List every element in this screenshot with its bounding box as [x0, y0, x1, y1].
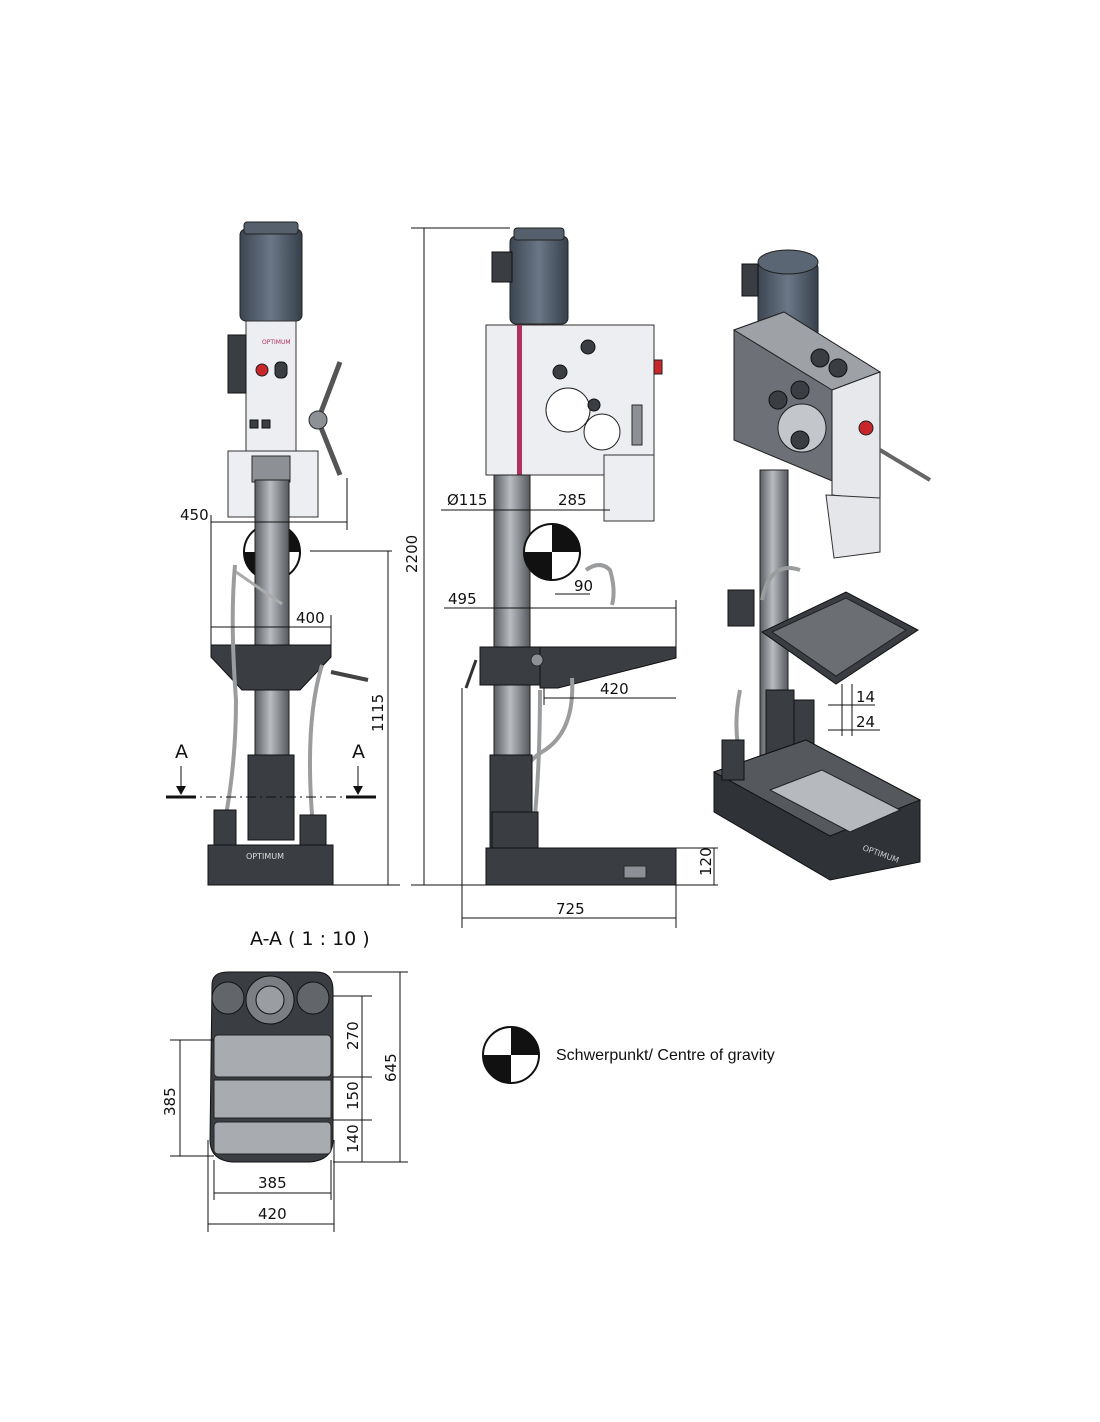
- side-view: [464, 227, 677, 886]
- dim-section-140: 140: [344, 1124, 362, 1153]
- dim-side-2200: 2200: [403, 535, 421, 573]
- section-marker-left: A: [175, 741, 188, 763]
- section-title: A-A ( 1 : 10 ): [250, 928, 370, 950]
- dim-side-120: 120: [697, 847, 715, 876]
- dim-side-column-diameter: Ø115: [447, 491, 487, 509]
- dim-side-420: 420: [600, 680, 629, 698]
- side-dimensions: 2200 Ø115 285 495 90 420 120 725: [403, 227, 718, 928]
- dim-side-495: 495: [448, 590, 477, 608]
- section-marker-right: A: [352, 741, 365, 763]
- dim-section-270: 270: [344, 1021, 362, 1050]
- legend-centre-of-gravity-icon: [482, 1026, 540, 1084]
- dim-section-385-vertical: 385: [161, 1087, 179, 1116]
- dim-side-725: 725: [556, 900, 585, 918]
- dim-front-450: 450: [180, 506, 209, 524]
- dim-front-1115: 1115: [369, 694, 387, 732]
- front-base-brand: OPTIMUM: [246, 852, 284, 861]
- dim-section-645: 645: [382, 1053, 400, 1082]
- dim-side-90: 90: [574, 577, 593, 595]
- legend-text: Schwerpunkt/ Centre of gravity: [556, 1047, 775, 1064]
- dim-section-420: 420: [258, 1205, 287, 1223]
- legend: Schwerpunkt/ Centre of gravity: [482, 1026, 775, 1084]
- dim-side-285: 285: [558, 491, 587, 509]
- iso-dimensions: 14 24: [828, 684, 880, 736]
- dim-section-150: 150: [344, 1081, 362, 1110]
- isometric-view: OPTIMUM: [712, 249, 932, 881]
- front-dimensions: 450 400 1115 A A: [166, 478, 400, 886]
- head-panel-label: OPTIMUM: [262, 339, 291, 346]
- dim-iso-14: 14: [856, 688, 875, 706]
- section-dimensions: 270 150 140 645 385 385 420: [161, 971, 408, 1232]
- section-view: [209, 971, 334, 1163]
- side-centre-of-gravity-icon: [523, 523, 581, 581]
- dim-section-385-horizontal: 385: [258, 1174, 287, 1192]
- dim-front-400: 400: [296, 609, 325, 627]
- dim-iso-24: 24: [856, 713, 875, 731]
- front-view: OPTIMUM OPTIMUM: [207, 221, 369, 886]
